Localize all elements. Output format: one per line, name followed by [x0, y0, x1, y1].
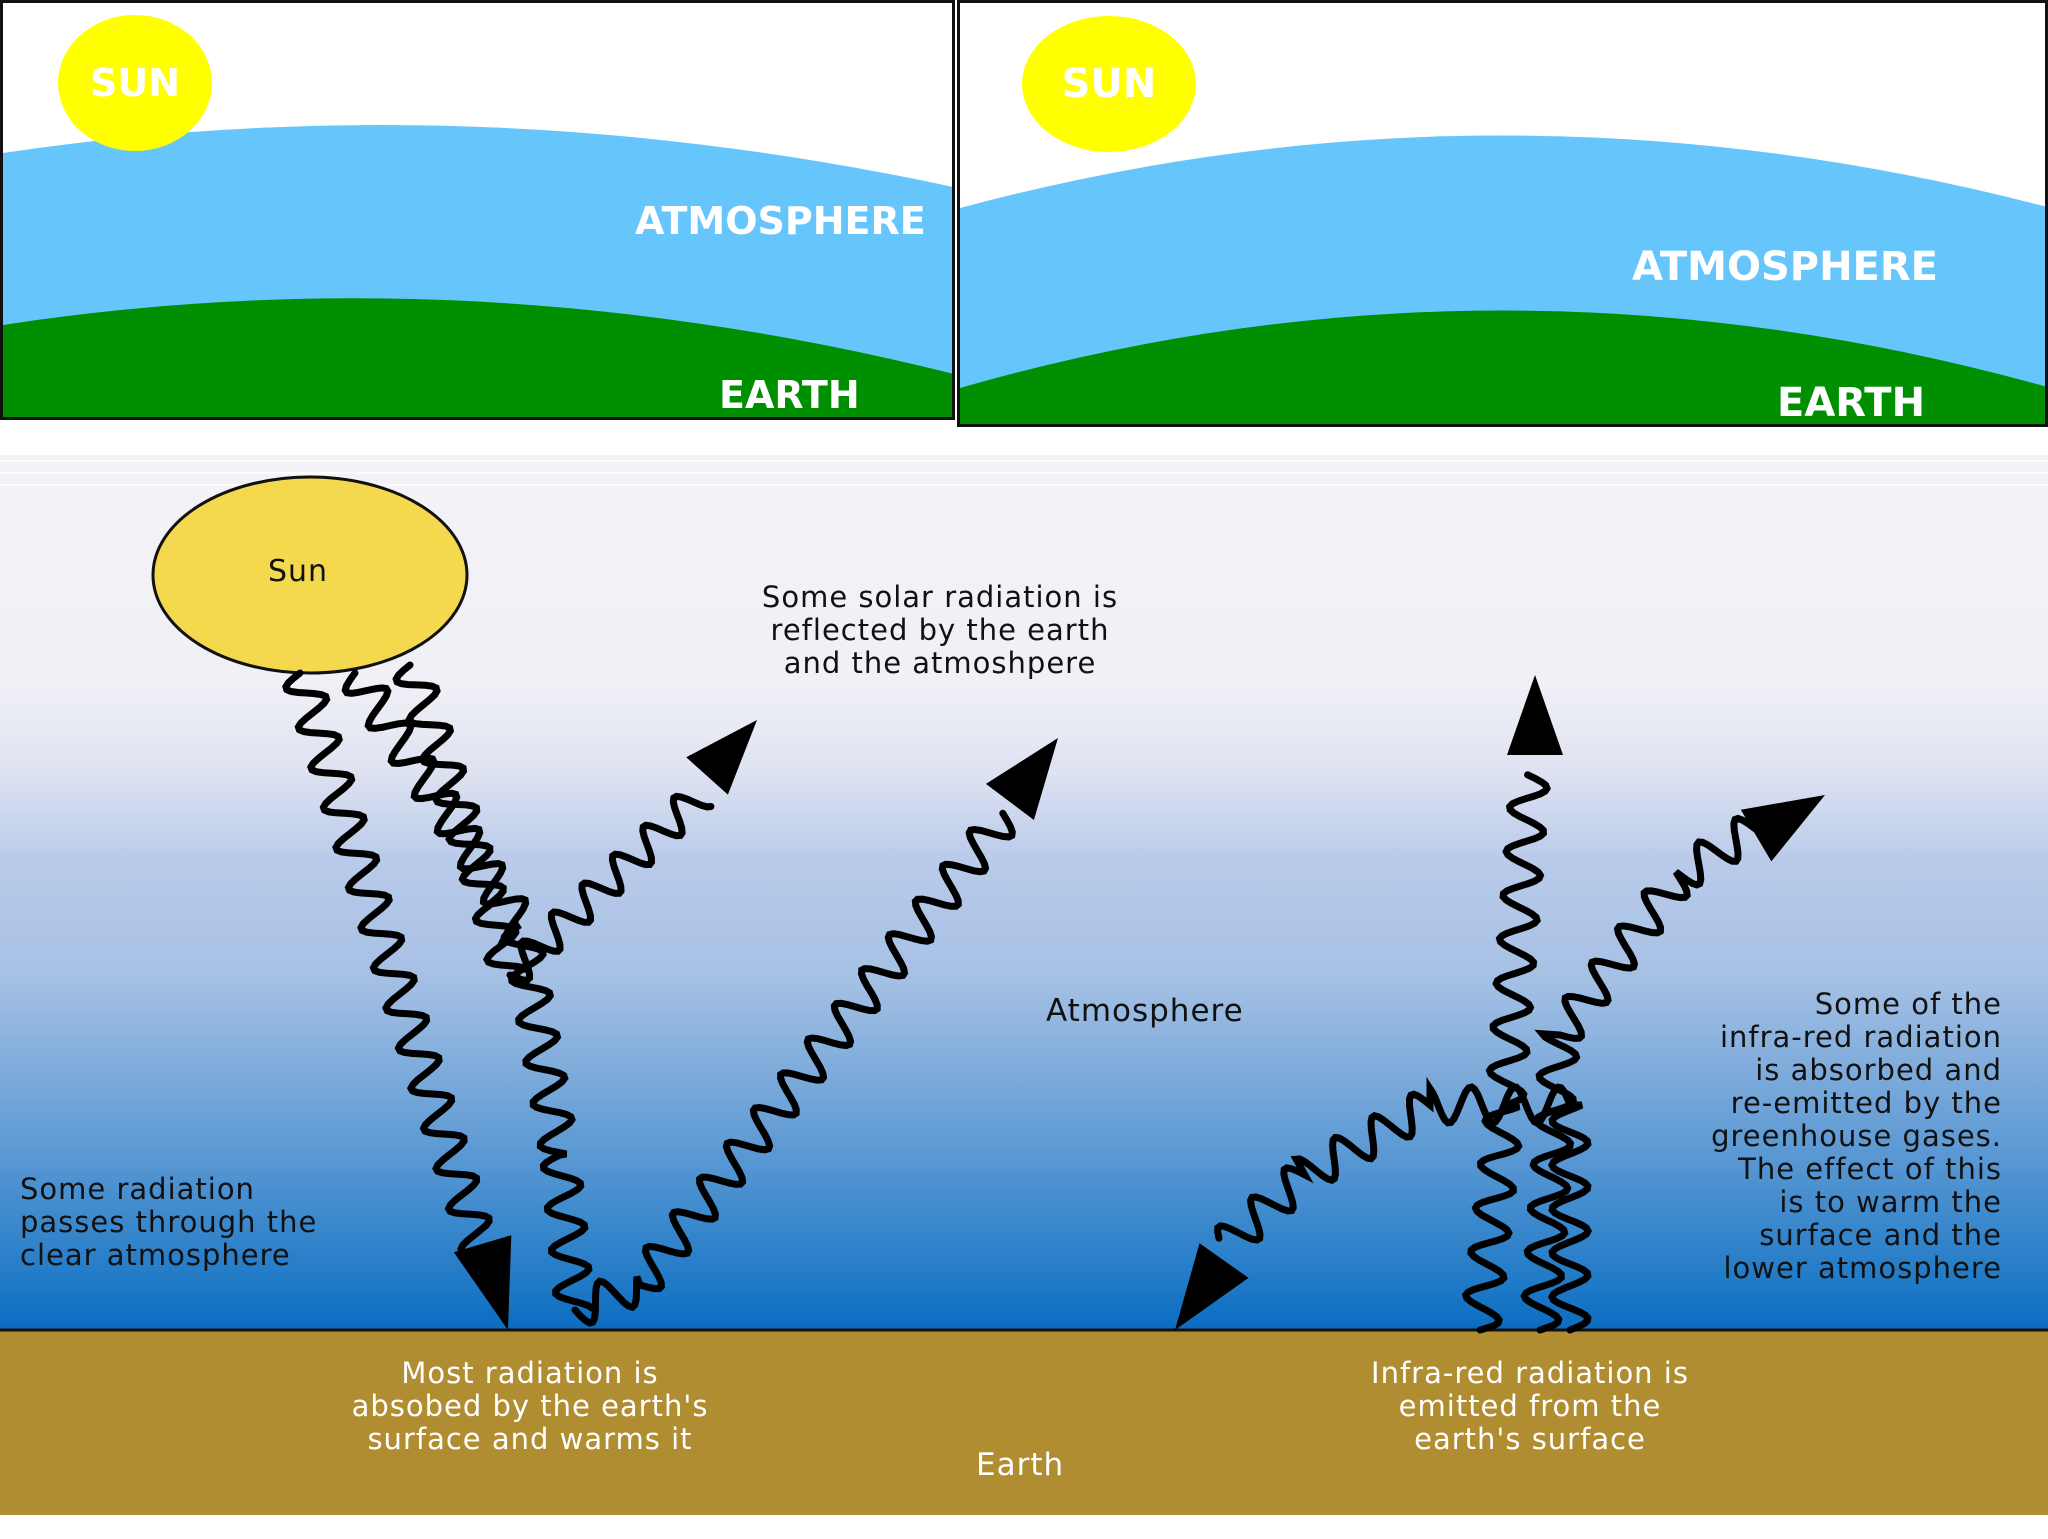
greenhouse-effect-diagram: Sun Some solar radiation is reflected by… [0, 455, 2048, 1535]
arrow-heads [453, 675, 1825, 1330]
sun-label: SUN [89, 61, 181, 105]
passes-through-note: Some radiation passes through the clear … [20, 1172, 318, 1272]
thin-atmosphere-panel: SUN ATMOSPHERE EARTH [0, 0, 955, 420]
reflected-ray-surface [571, 809, 1016, 1327]
greenhouse-gases-note: Some of the infra-red radiation is absor… [1711, 987, 2002, 1285]
infrared-ray-escape [1520, 814, 1771, 1334]
earth-label: EARTH [1777, 380, 1926, 426]
sun-label: SUN [1061, 61, 1157, 107]
sun-label: Sun [268, 554, 329, 589]
radiation-rays [282, 661, 1771, 1334]
reflected-radiation-note: Some solar radiation is reflected by the… [761, 580, 1119, 680]
incoming-ray-1 [282, 669, 506, 1279]
earth-ground [0, 1330, 2048, 1515]
earth-ground [3, 298, 952, 417]
sun-icon: SUN [1022, 16, 1196, 152]
slide-stripes-bottom [0, 1516, 2048, 1526]
earth-label: Earth [976, 1447, 1065, 1483]
reflected-ray-surface-head [985, 738, 1058, 820]
infrared-ray-up [1461, 771, 1551, 1334]
reflected-ray-atmosphere [506, 792, 715, 984]
atmosphere-label: Atmosphere [1046, 993, 1244, 1029]
sun-icon: SUN [58, 15, 212, 151]
incoming-ray-3 [392, 661, 531, 974]
earth-ground [960, 310, 2045, 424]
absorbed-radiation-note: Most radiation is absobed by the earth's… [351, 1356, 709, 1456]
atmosphere-label: ATMOSPHERE [635, 199, 926, 243]
reflected-ray-atmosphere-head [686, 720, 757, 795]
atmosphere-label: ATMOSPHERE [1632, 244, 1938, 290]
infrared-ray-back-head [1175, 1243, 1249, 1330]
infrared-ray-back [1214, 1076, 1592, 1334]
incoming-ray-head [453, 1235, 512, 1330]
earth-label: EARTH [719, 373, 860, 417]
sun-icon [151, 475, 469, 675]
thick-atmosphere-panel: SUN ATMOSPHERE EARTH [957, 0, 2048, 427]
greenhouse-diagram-drawing [0, 455, 2048, 1526]
infrared-ray-escape-head [1740, 795, 1825, 862]
infrared-ray-up-head [1507, 675, 1563, 755]
infrared-emitted-note: Infra-red radiation is emitted from the … [1371, 1356, 1689, 1456]
thick-atmosphere-illustration [960, 135, 2045, 424]
thin-atmosphere-illustration [3, 125, 952, 417]
